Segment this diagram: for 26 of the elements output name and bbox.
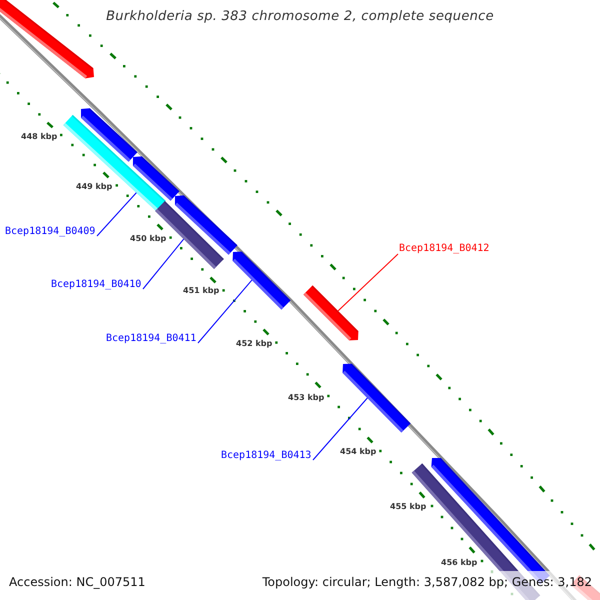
leader-line: [338, 254, 398, 312]
leader-line: [312, 398, 368, 460]
tick-label: 449 kbp: [76, 182, 112, 192]
gene-label: Bcep18194_B0413: [221, 450, 312, 462]
tick-label: 454 kbp: [340, 447, 376, 457]
tick-label: 450 kbp: [130, 234, 166, 244]
title: Burkholderia sp. 383 chromosome 2, complete sequence: [105, 9, 495, 24]
gene-feature: [303, 285, 358, 340]
gene-label: Bcep18194_B0412: [399, 243, 490, 255]
gene-label: Bcep18194_B0410: [51, 279, 142, 291]
tick-label: 452 kbp: [236, 339, 272, 349]
tick-label: 448 kbp: [21, 132, 58, 142]
gene-label: Bcep18194_B0411: [106, 333, 196, 345]
accession-text: Accession: NC_007511: [9, 575, 146, 590]
tick-label: 451 kbp: [183, 286, 220, 296]
gene-label: Bcep18194_B0409: [5, 226, 96, 238]
leader-line: [96, 192, 137, 236]
gene-feature: [342, 364, 411, 433]
gene-feature: [232, 252, 291, 310]
gene-feature: [132, 156, 180, 201]
genome-stats-text: Topology: circular; Length: 3,587,082 bp; Genes: 3,182: [262, 575, 592, 590]
leader-line: [198, 280, 252, 344]
tick-label: 455 kbp: [390, 502, 426, 512]
tick-label: 456 kbp: [441, 558, 478, 568]
tick-label: 453 kbp: [288, 393, 324, 403]
gene-feature: [0, 0, 94, 78]
